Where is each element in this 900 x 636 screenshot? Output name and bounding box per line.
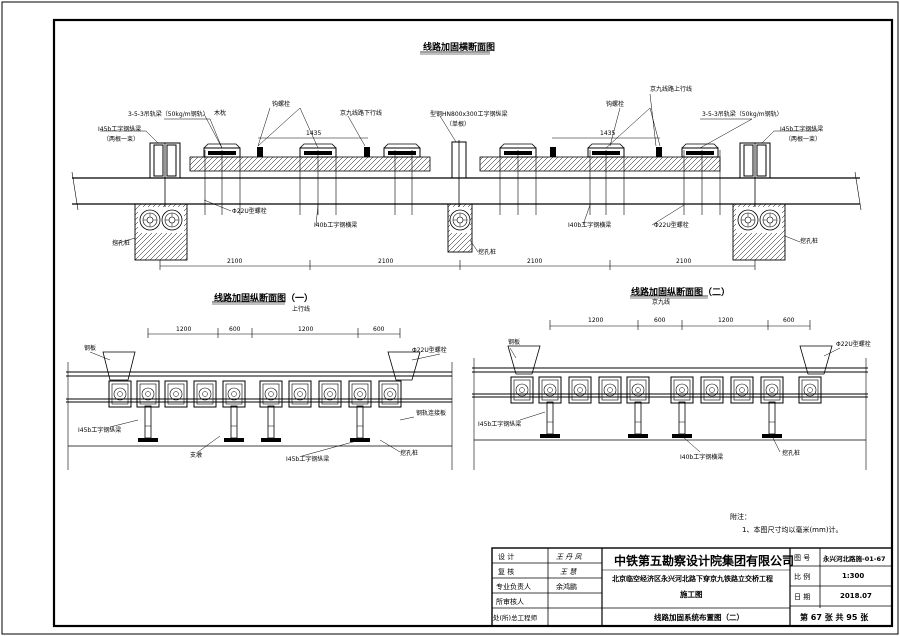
ls2-i45-label: I45b工字钢纵梁 [478, 421, 522, 428]
ibeam-left-note: （两根一束） [103, 136, 140, 143]
u-bolt-right-label: Φ22U型螺栓 [654, 222, 689, 229]
tb-name-checker: 王 慧 [560, 568, 577, 576]
pile-left-label: 挖孔桩 [112, 240, 131, 247]
pile-mid-label: 挖孔桩 [478, 249, 497, 256]
cross-section-title: 线路加固横断面图 [423, 43, 496, 53]
ls2-dim-3: 1200 [718, 317, 734, 324]
pile-right-label: 挖孔桩 [800, 238, 819, 245]
cs-dim-4: 2100 [676, 258, 692, 265]
bolts-label-left: 钩螺栓 [272, 101, 291, 108]
ibeam-left-label: I45b工字钢纵梁 [98, 126, 142, 133]
ls2-pier-label: 挖孔桩 [782, 450, 801, 457]
ls2-steel-plate-label: 钢板 [508, 339, 521, 346]
hn-beam-note: （单根） [446, 121, 471, 128]
cs-dim-3: 2100 [527, 258, 543, 265]
tb-company: 中铁第五勘察设计院集团有限公司 [614, 554, 795, 568]
long-section-2 [472, 295, 868, 470]
ls2-i40-label: I40b工字钢横梁 [680, 454, 724, 461]
ls1-dim-1: 1200 [176, 326, 192, 333]
long-section-1-subtitle: 上行线 [292, 306, 311, 313]
long-section-1 [66, 301, 453, 470]
tb-drawing-no-label: 图 号 [794, 554, 811, 562]
ibeam-right-note: （两根一束） [785, 136, 822, 143]
tb-role-chief: 处(所)总工程师 [493, 614, 538, 622]
ls2-dim-1: 1200 [588, 317, 604, 324]
rail-left-label: 3-5-3吊轨梁（50kg/m钢轨） [128, 111, 209, 118]
title-block-frame [491, 547, 893, 627]
ls2-dim-2: 600 [654, 317, 666, 324]
tb-role-checker: 复 核 [498, 568, 515, 576]
long-section-2-subtitle: 京九线 [652, 299, 671, 306]
ls2-u-bolt-label: Φ22U型螺栓 [836, 341, 871, 348]
long-section-2-title: 线路加固纵断面图（二） [631, 288, 731, 298]
notes-item-1: 1、本图尺寸均以毫米(mm)计。 [742, 526, 843, 534]
ibeam-right-label: I45b工字钢纵梁 [780, 126, 824, 133]
ls1-u-bolt-label: Φ22U型螺栓 [412, 347, 447, 354]
gauge-label-2: 1435 [600, 130, 616, 137]
tb-date-label: 日 期 [794, 593, 811, 601]
rail-right-label: 3-5-3吊轨梁（50kg/m钢轨） [702, 111, 783, 118]
cs-dim-2: 2100 [378, 258, 394, 265]
ls1-pier-label: 挖孔桩 [400, 450, 419, 457]
bolts-label-right: 钩螺栓 [606, 101, 625, 108]
tb-sheet: 第 67 张 共 95 张 [800, 613, 869, 622]
cross-section [71, 51, 862, 270]
notes-heading: 附注： [730, 513, 751, 521]
sleeper-label: 木枕 [214, 110, 227, 117]
tb-date: 2018.07 [840, 592, 872, 600]
ls1-i45-bottom-label: I45b工字钢纵梁 [286, 456, 330, 463]
ls1-dim-2: 600 [229, 326, 241, 333]
ls1-i45-label: I45b工字钢纵梁 [78, 427, 122, 434]
tb-role-lead: 专业负责人 [496, 583, 531, 591]
long-section-1-title: 线路加固纵断面图（一） [214, 294, 314, 304]
gauge-label-1: 1435 [306, 130, 322, 137]
tb-role-reviewer: 所审核人 [496, 598, 524, 606]
up-line-label: 京九线路上行线 [650, 86, 693, 93]
tb-stage: 施工图 [680, 590, 703, 599]
hn-beam-label: 型钢HN800x300工字钢纵梁 [430, 111, 508, 118]
tb-role-designer: 设 计 [498, 553, 515, 561]
tb-scale: 1:300 [842, 572, 865, 580]
ls1-dim-3: 1200 [298, 326, 314, 333]
tb-drawing-name: 线路加固系统布置图（二） [654, 613, 744, 622]
down-line-label: 京九线路下行线 [340, 110, 383, 117]
tb-drawing-no: 永兴河北路施-01-67 [823, 555, 886, 563]
tb-name-designer: 王 丹 凤 [556, 553, 582, 561]
i40-right-label: I40b工字钢横梁 [568, 222, 612, 229]
cs-dim-1: 2100 [227, 258, 243, 265]
ls1-steel-plate-label: 钢板 [84, 345, 97, 352]
ls2-dim-4: 600 [783, 317, 795, 324]
i40-left-label: I40b工字钢横梁 [314, 222, 358, 229]
ls1-dim-4: 600 [373, 326, 385, 333]
tb-name-lead: 余鸿鹏 [556, 583, 577, 591]
tb-project: 北京临空经济区永兴河北路下穿京九铁路立交桥工程 [612, 575, 773, 583]
ls1-support-label: 支墩 [190, 452, 203, 459]
ls1-rail-right-label: 钢轨连接板 [416, 410, 447, 417]
tb-scale-label: 比 例 [794, 573, 811, 581]
u-bolt-left-label: Φ22U型螺栓 [232, 208, 267, 215]
